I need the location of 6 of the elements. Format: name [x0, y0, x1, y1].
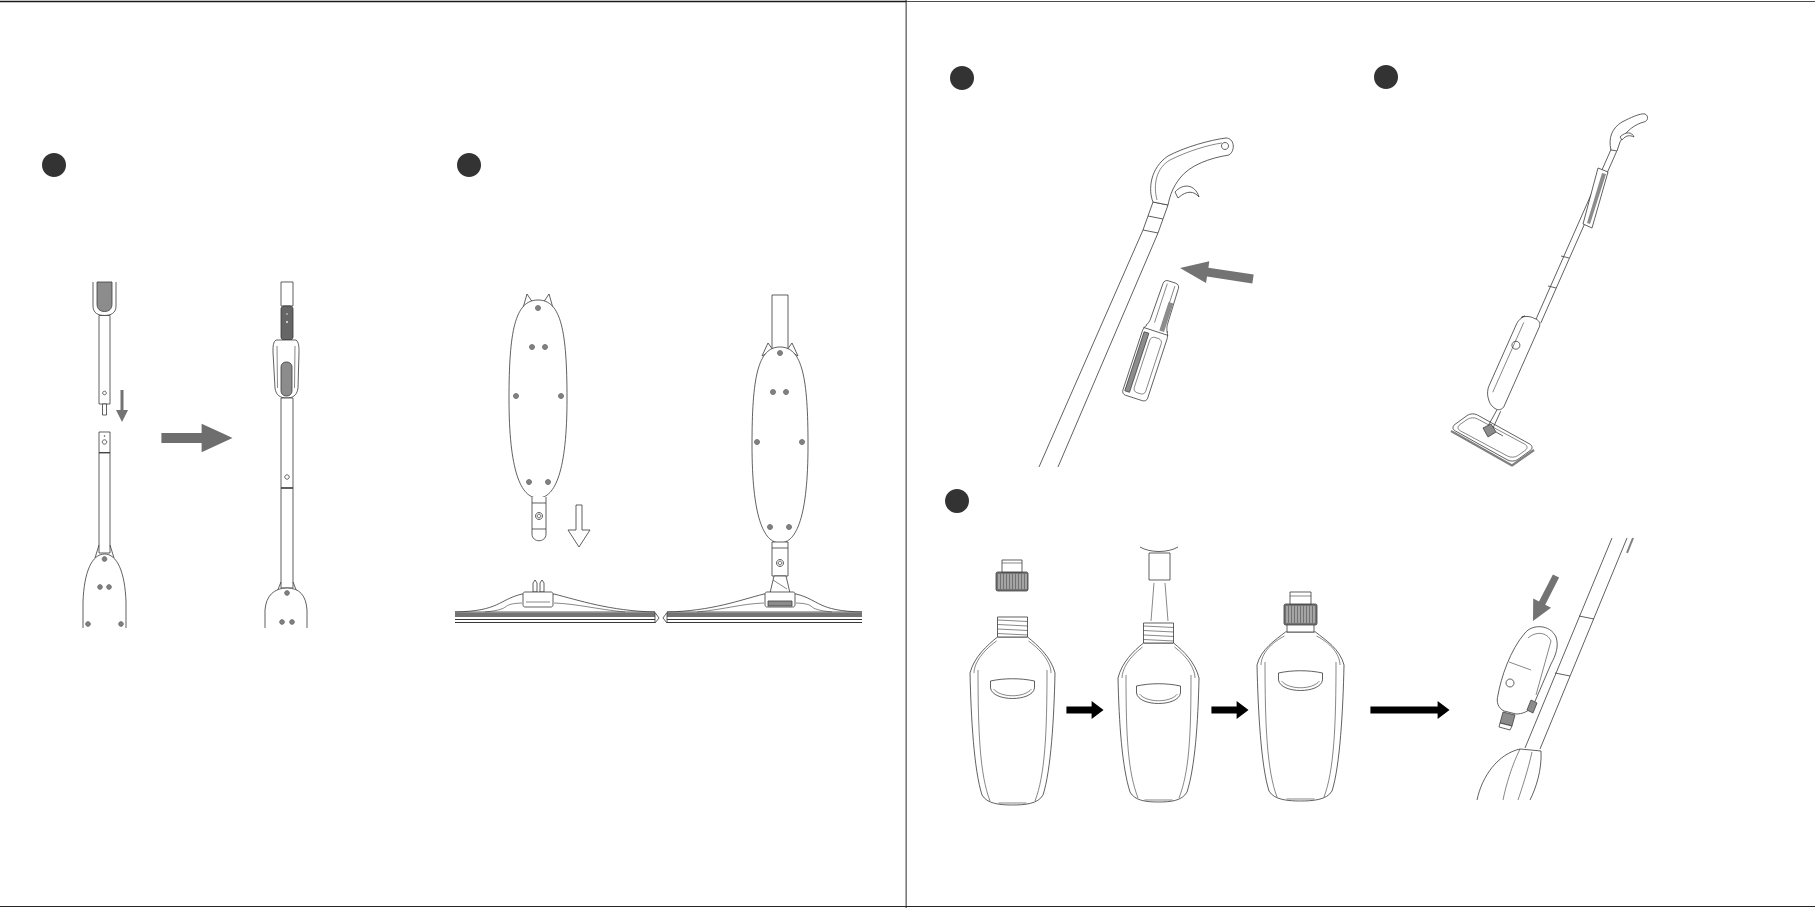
handle-parts-drawing [82, 281, 127, 629]
capped-bottle-drawing [1256, 591, 1345, 802]
mop-with-tank-drawing [1476, 537, 1634, 801]
filling-bottle-drawing [1117, 546, 1200, 803]
assembled-handle-drawing [264, 281, 308, 629]
open-bottle-drawing [969, 559, 1056, 806]
